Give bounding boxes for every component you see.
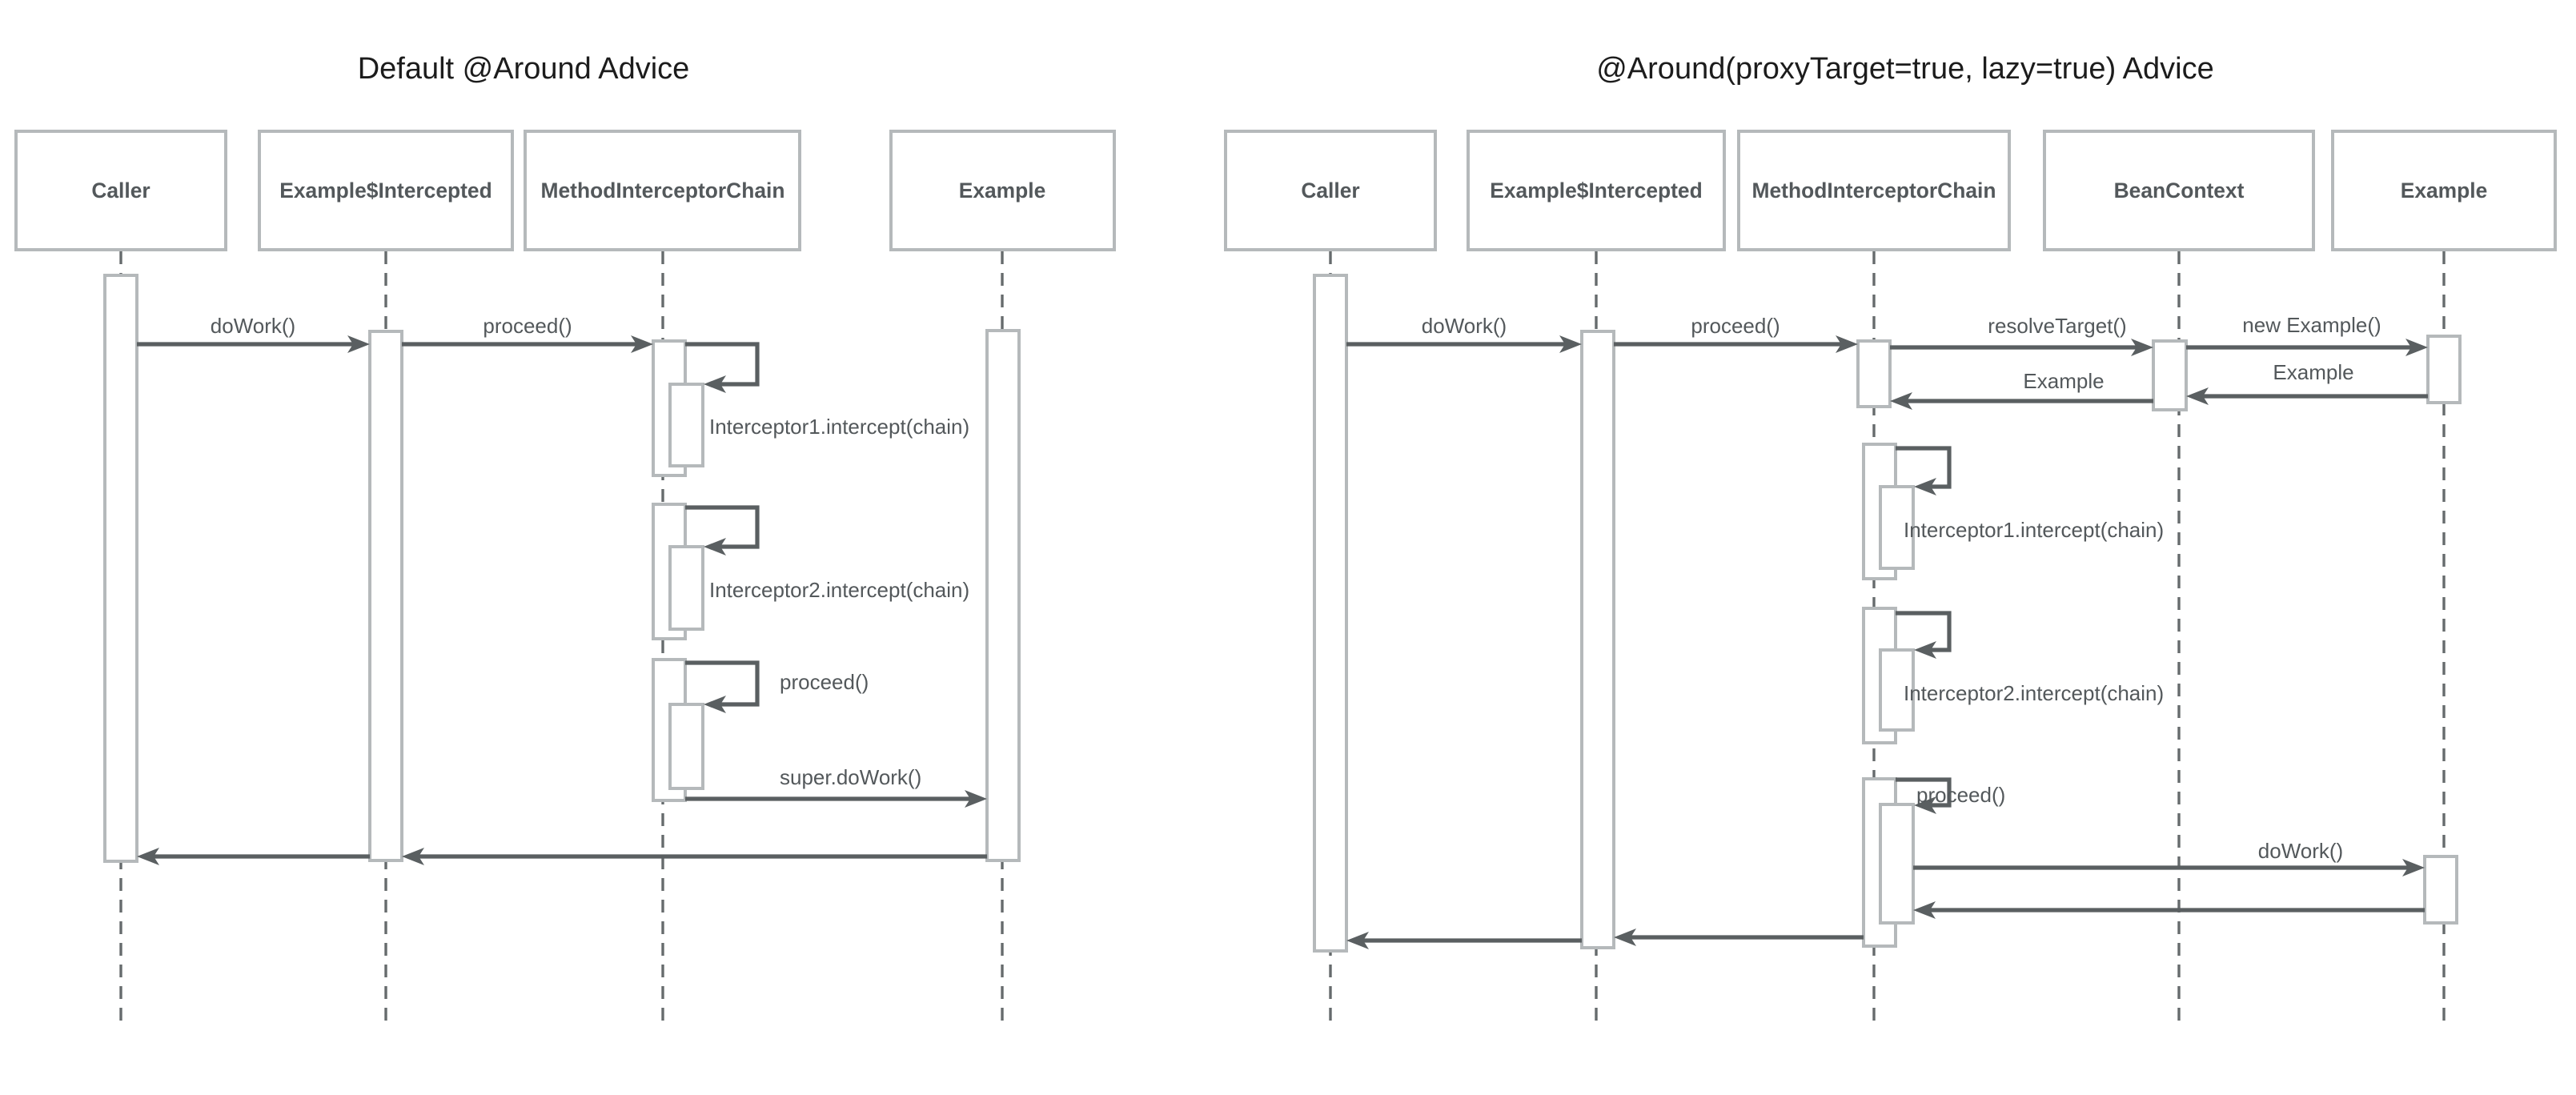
self-call-label: proceed() <box>780 670 869 694</box>
activation-bar-method-interceptor-chain <box>668 545 704 631</box>
message-label: doWork() <box>2258 839 2343 863</box>
return-arrow-head-icon <box>2186 387 2209 405</box>
self-call-arrow-head-icon <box>704 696 726 713</box>
actor-label-caller: Caller <box>91 178 150 203</box>
activation-bar-bean-context <box>2152 339 2188 411</box>
activation-bar-method-interceptor-chain <box>1879 485 1915 570</box>
self-call-label: Interceptor2.intercept(chain) <box>1904 681 2164 705</box>
message-arrow-head-icon <box>347 335 370 353</box>
message-label: resolveTarget() <box>1988 314 2126 338</box>
self-call-label: Interceptor1.intercept(chain) <box>709 415 969 439</box>
message-label: new Example() <box>2242 313 2381 337</box>
message-arrow-head-icon <box>2402 859 2425 876</box>
actor-box-method-interceptor-chain <box>1737 130 2011 251</box>
diagram-default-around-advice: Interceptor1.intercept(chain) Interceptor… <box>14 52 1116 1029</box>
activation-bar-method-interceptor-chain <box>1879 803 1915 925</box>
self-call-loop <box>1896 446 1952 489</box>
self-call-loop <box>685 342 760 387</box>
actor-label-example-intercepted: Example$Intercepted <box>1490 178 1702 203</box>
return-arrow-head-icon <box>137 848 159 865</box>
self-call-arrow-head-icon <box>704 538 726 556</box>
diagram-proxytarget-lazy-advice: Interceptor1.intercept(chain) Interceptor… <box>1224 52 2557 1029</box>
self-call-arrow-head-icon <box>1914 478 1936 495</box>
message-label: Example <box>2023 369 2104 393</box>
return-arrow-head-icon <box>1890 392 1912 410</box>
self-call-arrow-head-icon <box>1914 641 1936 659</box>
message-label: doWork() <box>211 314 295 338</box>
activation-bar-method-interceptor-chain <box>668 703 704 790</box>
activation-bar-method-interceptor-chain <box>1879 648 1915 732</box>
actor-label-example: Example <box>959 178 1046 203</box>
message-arrow-head-icon <box>2405 339 2428 356</box>
actor-box-example-intercepted <box>1467 130 1726 251</box>
self-call-arrow-head-icon <box>704 375 726 393</box>
actor-box-method-interceptor-chain <box>524 130 801 251</box>
message-arrow-head-icon <box>2131 339 2153 356</box>
self-call-loop <box>685 660 760 707</box>
actor-label-example: Example <box>2401 178 2488 203</box>
return-arrow-head-icon <box>1614 929 1636 946</box>
diagram-title: Default @Around Advice <box>358 52 690 86</box>
return-arrow-head-icon <box>1346 932 1369 949</box>
self-call-loop <box>1896 611 1952 652</box>
message-label: super.doWork() <box>780 765 921 789</box>
activation-bar-method-interceptor-chain <box>1856 339 1892 408</box>
activation-bar-caller <box>1313 274 1348 953</box>
self-call-loop <box>1896 777 1952 808</box>
message-label: Example <box>2273 360 2353 384</box>
activation-bar-caller <box>103 274 138 863</box>
activation-bar-example-intercepted <box>1580 330 1615 949</box>
diagram-title: @Around(proxyTarget=true, lazy=true) Adv… <box>1596 52 2214 86</box>
message-label: proceed() <box>483 314 572 338</box>
self-call-loop <box>685 505 760 549</box>
message-arrow-head-icon <box>631 335 653 353</box>
actor-box-example <box>889 130 1116 251</box>
self-call-arrow-head-icon <box>1914 796 1936 814</box>
activation-bar-example <box>2423 855 2458 925</box>
activation-bar-example <box>2426 335 2462 404</box>
message-label: doWork() <box>1422 314 1507 338</box>
message-arrow-head-icon <box>1836 335 1858 353</box>
return-arrow-head-icon <box>402 848 424 865</box>
activation-bar-example-intercepted <box>368 330 403 862</box>
activation-bar-method-interceptor-chain <box>668 383 704 467</box>
message-arrow-head-icon <box>965 790 987 808</box>
message-label: proceed() <box>1691 314 1780 338</box>
actor-label-caller: Caller <box>1301 178 1359 203</box>
actor-label-bean-context: BeanContext <box>2114 178 2245 203</box>
self-call-label: Interceptor2.intercept(chain) <box>709 578 969 602</box>
actor-box-example <box>2331 130 2557 251</box>
return-arrow-head-icon <box>1913 901 1936 919</box>
actor-label-method-interceptor-chain: MethodInterceptorChain <box>541 178 785 203</box>
message-arrow-head-icon <box>1559 335 1582 353</box>
actor-label-method-interceptor-chain: MethodInterceptorChain <box>1752 178 1996 203</box>
actor-box-caller <box>1224 130 1437 251</box>
actor-label-example-intercepted: Example$Intercepted <box>279 178 492 203</box>
actor-box-bean-context <box>2043 130 2315 251</box>
activation-bar-example <box>985 329 1021 862</box>
actor-box-caller <box>14 130 227 251</box>
actor-box-example-intercepted <box>258 130 514 251</box>
self-call-label: Interceptor1.intercept(chain) <box>1904 518 2164 542</box>
self-call-label: proceed() <box>1916 783 2005 807</box>
